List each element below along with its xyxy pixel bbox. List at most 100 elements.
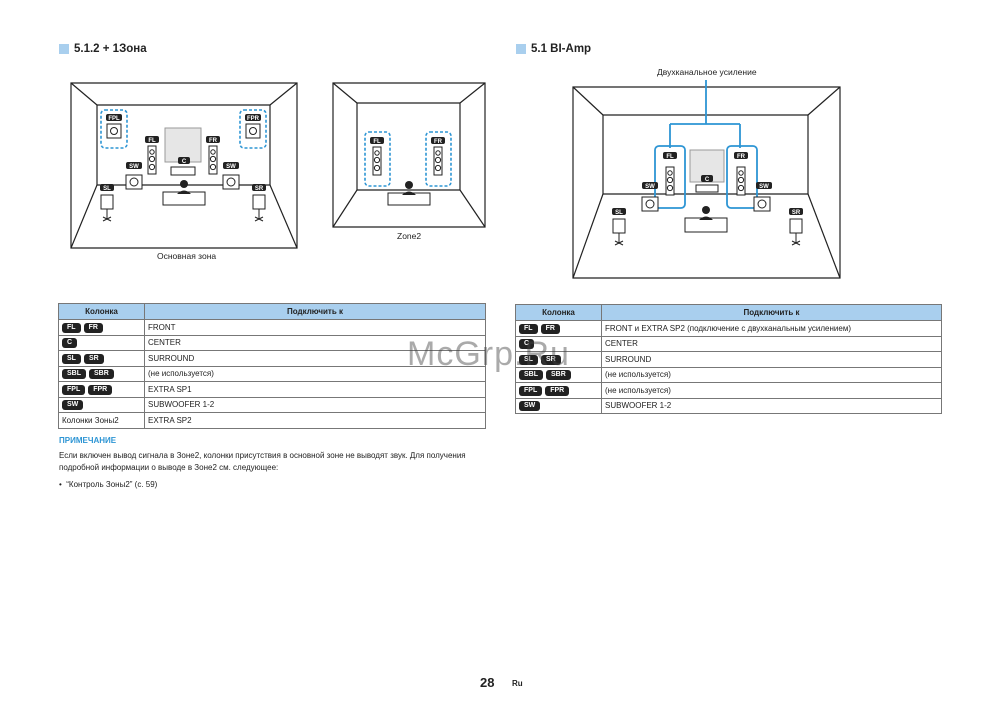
connect-cell: FRONT и EXTRA SP2 (подключение с двухкан… (601, 320, 942, 337)
section-marker-icon (516, 44, 526, 54)
section-title-right-text: 5.1 BI-Amp (531, 43, 592, 55)
section-marker-icon (59, 44, 69, 54)
fl-speaker-icon (147, 145, 157, 175)
speaker-tag: FPR (545, 385, 570, 396)
speaker-cell: Колонки Зоны2 (58, 412, 145, 429)
speaker-cell: SW (58, 396, 145, 413)
column-header-speaker: Колонка (515, 304, 602, 321)
note-bullet-link[interactable]: “Контроль Зоны2” (с. 59) (66, 480, 158, 489)
column-header-connect: Подключить к (144, 303, 486, 320)
column-header-speaker: Колонка (58, 303, 145, 320)
biamp-fr-speaker-icon (736, 166, 746, 196)
speaker-tag: SL (519, 354, 538, 365)
speaker-tag: FL (62, 322, 81, 333)
speaker-tag: FPL (62, 384, 86, 395)
zone2-caption: Zone2 (397, 231, 422, 241)
fpl-speaker-icon (106, 123, 122, 139)
biamp-receiver (695, 184, 719, 193)
label-fpr: FPR (247, 116, 260, 122)
biamp-label-sw-left: SW (645, 184, 655, 190)
main-zone-caption: Основная зона (157, 251, 217, 261)
biamp-label-sr: SR (792, 210, 801, 216)
sw-right-icon (222, 174, 240, 190)
speaker-cell: SW (515, 397, 602, 414)
speaker-cell: C (58, 334, 145, 351)
fpr-speaker-icon (245, 123, 261, 139)
zone2-label-fr: FR (434, 139, 443, 145)
biamp-label-sl: SL (615, 210, 623, 216)
zone2-fl-speaker-icon (372, 146, 382, 176)
table-row: SW SUBWOOFER 1-2 (58, 396, 486, 413)
speaker-tag: FPR (88, 384, 113, 395)
bullet-dot: • (59, 480, 67, 489)
zone2-fr-speaker-icon (433, 146, 443, 176)
connect-cell: FRONT (144, 319, 486, 336)
label-sw-right: SW (226, 164, 236, 170)
speaker-tag: FR (83, 322, 103, 333)
watermark: McGrp.Ru (407, 335, 570, 373)
main-zone-room (70, 82, 298, 249)
av-receiver (170, 166, 196, 176)
connect-cell: SUBWOOFER 1-2 (144, 396, 486, 413)
speaker-tag: SL (62, 353, 81, 364)
speaker-tag: C (62, 338, 78, 349)
biamp-fr-highlight (726, 145, 758, 209)
speaker-tag: SBR (89, 369, 114, 380)
speaker-tag: SW (62, 400, 84, 411)
label-fr: FR (209, 138, 218, 144)
speaker-tag: FR (540, 323, 560, 334)
speaker-diagrams: FPL FPR FL FR C SW SW SL SR FL FR (70, 80, 841, 279)
zone2-left-highlight (364, 131, 391, 187)
biamp-connector (669, 80, 741, 148)
biamp-sw-right-icon (753, 196, 771, 212)
speaker-tag: SR (540, 354, 561, 365)
speaker-tag: SBL (62, 369, 86, 380)
biamp-fl-speaker-icon (665, 166, 675, 196)
sr-speaker-icon (252, 194, 266, 222)
connect-cell: (не используется) (601, 382, 942, 399)
zone2-room (332, 82, 486, 228)
sl-speaker-icon (100, 194, 114, 222)
connect-cell: EXTRA SP2 (144, 412, 486, 429)
note-text: Если включен вывод сигнала в Зоне2, коло… (59, 451, 466, 472)
biamp-top-label: Двухканальное усиление (657, 67, 757, 77)
speaker-tag: FL (519, 323, 538, 334)
speaker-tag: SR (83, 353, 104, 364)
label-c: C (182, 159, 187, 165)
biamp-sr-speaker-icon (789, 218, 803, 246)
speaker-tag: FPL (519, 385, 543, 396)
zone2-right-highlight (425, 131, 452, 187)
biamp-fl-highlight (654, 145, 686, 209)
connect-cell: (не используется) (601, 366, 942, 383)
page-number: 28 (480, 675, 495, 690)
column-header-connect: Подключить к (601, 304, 942, 321)
connect-cell: SUBWOOFER 1-2 (601, 397, 942, 414)
biamp-label-fr: FR (737, 154, 746, 160)
biamp-sofa (684, 217, 728, 233)
fr-speaker-icon (208, 145, 218, 175)
connect-cell: EXTRA SP1 (144, 381, 486, 398)
speaker-tag: SBL (519, 370, 543, 381)
speaker-text: Колонки Зоны2 (62, 415, 119, 425)
biamp-label-sw-right: SW (759, 184, 769, 190)
label-fl: FL (148, 138, 156, 144)
label-sl: SL (103, 186, 111, 192)
section-title-right: 5.1 BI-Amp (516, 43, 591, 55)
biamp-label-c: C (705, 177, 710, 183)
speaker-tag: SBR (546, 370, 571, 381)
biamp-sw-left-icon (641, 196, 659, 212)
connect-cell: CENTER (601, 335, 942, 352)
